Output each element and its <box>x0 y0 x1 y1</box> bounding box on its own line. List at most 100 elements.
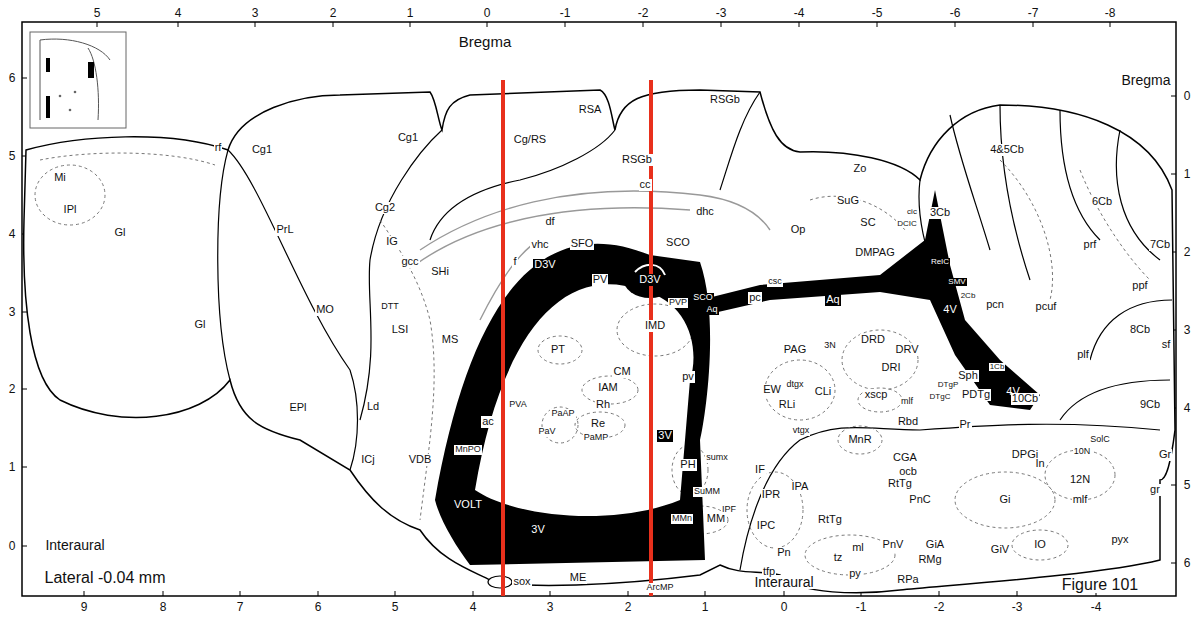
axis-tick-number: 0 <box>1183 90 1192 103</box>
region-abbreviation: PnC <box>908 494 931 506</box>
region-abbreviation: PVA <box>508 400 527 409</box>
axis-tick-number: -3 <box>1011 601 1024 614</box>
axis-tick-number: 1 <box>1183 168 1192 181</box>
region-abbreviation: Gr <box>1158 449 1172 461</box>
axis-tick-number: 4 <box>174 7 183 20</box>
region-abbreviation: IAM <box>597 382 619 394</box>
region-abbreviation: ReIC <box>930 258 950 266</box>
region-abbreviation: df <box>544 216 555 228</box>
region-abbreviation: EW <box>762 384 782 396</box>
region-abbreviation: GiV <box>990 544 1010 556</box>
region-abbreviation: PAG <box>783 344 807 356</box>
region-abbreviation: cc <box>639 179 652 191</box>
region-abbreviation: ocb <box>898 466 918 478</box>
region-abbreviation: gcc <box>400 256 419 268</box>
region-abbreviation: MS <box>441 334 460 346</box>
region-abbreviation: IPC <box>756 520 776 532</box>
axis-tick-number: 0 <box>8 540 17 553</box>
axis-tick-number: 6 <box>1183 557 1192 570</box>
region-abbreviation: Cg/RS <box>513 134 547 146</box>
region-abbreviation: 10Cb <box>1011 393 1039 405</box>
atlas-annotation: Bregma <box>458 34 513 50</box>
region-abbreviation: RLi <box>778 399 797 411</box>
region-abbreviation: ppf <box>1131 280 1148 292</box>
region-abbreviation: RtTg <box>817 514 843 526</box>
axis-tick-number: -2 <box>933 601 946 614</box>
atlas-annotation: Lateral -0.04 mm <box>44 570 167 587</box>
axis-tick-number: 1 <box>8 461 17 474</box>
region-abbreviation: DRI <box>881 362 902 374</box>
region-abbreviation: RSA <box>578 104 603 116</box>
region-abbreviation: pyx <box>1110 534 1129 546</box>
atlas-annotation: Interaural <box>44 538 105 553</box>
axis-tick-number: -5 <box>871 7 884 20</box>
region-abbreviation: pc <box>748 292 762 304</box>
region-abbreviation: vhc <box>530 239 549 251</box>
region-abbreviation: rf <box>214 142 223 154</box>
region-abbreviation: Cg1 <box>397 132 419 144</box>
axis-tick-number: 0 <box>780 601 789 614</box>
region-abbreviation: 2Cb <box>960 292 977 300</box>
region-abbreviation: mlf <box>900 397 914 406</box>
region-abbreviation: DRV <box>894 344 919 356</box>
region-abbreviation: PVP <box>668 298 688 307</box>
region-abbreviation: 3V <box>530 524 545 536</box>
region-abbreviation: pcn <box>985 299 1005 311</box>
region-abbreviation: 3Cb <box>929 207 951 219</box>
region-abbreviation: Mi <box>53 172 67 184</box>
region-abbreviation: RSGb <box>709 94 741 106</box>
axis-tick-number: 3 <box>8 306 17 319</box>
atlas-annotation: Bregma <box>1120 73 1171 88</box>
region-abbreviation: Re <box>590 418 606 430</box>
region-abbreviation: Zo <box>853 163 868 175</box>
region-abbreviation: LSI <box>391 324 410 336</box>
region-abbreviation: DTgP <box>937 381 959 389</box>
region-abbreviation: 8Cb <box>1129 324 1151 336</box>
region-abbreviation: 10N <box>1073 447 1092 456</box>
region-abbreviation: PDTg <box>961 389 991 401</box>
region-abbreviation: SolC <box>1089 435 1111 444</box>
region-abbreviation: pcuf <box>1035 301 1058 313</box>
region-abbreviation: RPa <box>896 574 919 586</box>
region-abbreviation: IPR <box>761 489 781 501</box>
region-abbreviation: CM <box>612 366 631 378</box>
region-abbreviation: 3V <box>657 430 672 442</box>
region-abbreviation: MnPO <box>454 445 482 454</box>
region-abbreviation: Rbd <box>897 416 919 428</box>
region-abbreviation: ME <box>569 572 588 584</box>
axis-tick-number: -2 <box>637 7 650 20</box>
region-abbreviation: SCO <box>665 237 691 249</box>
axis-tick-number: -1 <box>855 601 868 614</box>
region-abbreviation: PaV <box>537 427 556 436</box>
region-abbreviation: SFO <box>570 238 595 250</box>
region-abbreviation: RtTg <box>887 478 913 490</box>
region-abbreviation: Aq <box>705 305 718 314</box>
region-abbreviation: IO <box>1033 539 1047 551</box>
axis-tick-number: 3 <box>546 601 555 614</box>
region-abbreviation: mlf <box>1072 494 1089 506</box>
region-abbreviation: 9Cb <box>1139 399 1161 411</box>
region-abbreviation: MM <box>706 513 726 525</box>
axis-tick-number: 6 <box>8 72 17 85</box>
axis-tick-number: 4 <box>1183 402 1192 415</box>
axis-tick-number: -7 <box>1027 7 1040 20</box>
region-abbreviation: CLi <box>814 386 833 398</box>
region-abbreviation: SCO <box>692 293 714 302</box>
region-abbreviation: In <box>1034 458 1045 470</box>
region-abbreviation: ArcMP <box>646 583 675 592</box>
axis-tick-number: 2 <box>329 7 338 20</box>
region-abbreviation: Pn <box>776 547 791 559</box>
region-abbreviation: sf <box>1161 339 1172 351</box>
region-abbreviation: VDB <box>408 454 433 466</box>
region-abbreviation: SC <box>859 217 876 229</box>
region-abbreviation: PaMP <box>583 433 610 442</box>
axis-tick-number: 2 <box>624 601 633 614</box>
region-abbreviation: csc <box>767 277 783 286</box>
region-abbreviation: dtgx <box>785 380 804 389</box>
region-abbreviation: 6Cb <box>1091 196 1113 208</box>
axis-tick-number: 4 <box>8 228 17 241</box>
axis-tick-number: 5 <box>391 601 400 614</box>
axis-tick-number: 0 <box>483 7 492 20</box>
axis-tick-number: 5 <box>1183 479 1192 492</box>
